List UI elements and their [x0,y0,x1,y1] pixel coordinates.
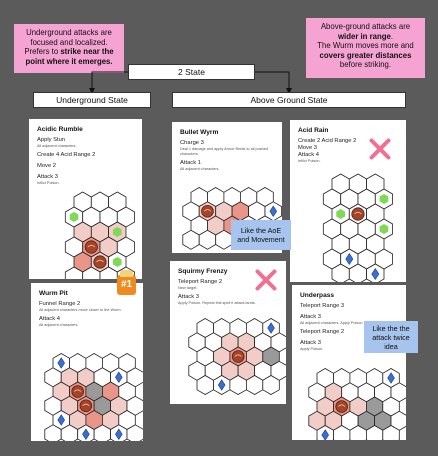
ability-detail: All adjacent characters. Apply Poison. [300,320,364,325]
ability-line: Attack 1 [180,159,201,166]
ability-detail: Inflict Poison. [37,180,60,185]
ability-line: Create 2 Acid Range 2 [298,138,357,144]
player-diamond-icon [115,371,123,384]
ability-detail: All adjacent characters. [180,166,220,171]
player-diamond-icon [115,428,123,441]
card-acid-rain: Acid Rain Create 2 Acid Range 2 Move 3 A… [290,120,406,282]
ability-detail: Deal 1 damage and apply Armor Break to a… [180,146,269,156]
feedback-sticky-twice: Like the the attack twice idea [364,321,418,353]
ability-line: Attack 3 [37,173,58,180]
connector-to-underground [89,71,128,94]
underground-note: Underground attacks are focused and loca… [14,24,124,73]
ability-line: Apply Stun [37,137,66,143]
state-count-box: 2 State [128,64,255,80]
wurm-stripe [96,259,104,263]
wurm-stripe [82,403,90,407]
player-diamond-icon [57,357,65,369]
wurm-token-icon [231,350,245,363]
ability-line: Move 2 [37,162,57,169]
ability-line: Move 3 [298,144,318,151]
underground-state-header: Underground State [33,92,151,108]
wurm-stripe [234,354,242,357]
hex-board [188,318,286,395]
ability-detail: All adjacent characters move closer to t… [39,307,122,312]
ability-detail: Inflict Poison. [298,158,321,163]
acid-blob-icon [113,227,122,237]
player-diamond-icon [267,322,275,334]
ability-line: Teleport Range 2 [178,279,223,285]
card-title: Underpass [300,292,335,299]
player-diamond-icon [345,252,354,266]
acid-blob-icon [69,212,79,222]
card-title: Bullet Wyrm [180,129,219,136]
ability-detail: All adjacent characters. [37,143,77,148]
ability-line: Teleport Range 2 [300,328,345,335]
wurm-stripe [354,211,362,215]
ability-line: Attack 3 [300,339,321,346]
red-x-icon [255,269,277,291]
number-one-badge-icon: #1 [117,270,136,295]
card-worm-pit: Wurm Pit Funnel Range 2 All adjacent cha… [31,283,143,441]
card-underpass: Underpass Teleport Range 3 Attack 3 All … [292,285,406,440]
ability-line: Attack 4 [298,151,319,158]
connector-to-above-ground [255,71,292,94]
acid-blob-icon [379,194,389,204]
red-x-icon [369,138,391,160]
above-ground-state-header: Above Ground State [172,92,406,108]
hex-cell [182,229,200,250]
ability-line: Teleport Range 3 [300,303,345,309]
card-title: Wurm Pit [39,290,68,297]
acid-blob-icon [336,209,345,219]
player-diamond-icon [321,429,329,440]
player-diamond-icon [387,372,395,384]
card-acidic-rumble: Acidic Rumble Apply Stun All adjacent ch… [29,119,142,279]
hex-board [64,191,135,279]
ability-detail: All adjacent characters. [39,322,79,327]
card-bullet-wyrm: Bullet Wyrm Charge 3 Deal 1 damage and a… [172,122,282,253]
wurm-token-icon [351,207,365,221]
above-ground-note: Above-ground attacks are wider in range.… [306,18,425,78]
player-diamond-icon [217,379,226,391]
card-title: Squirmy Frenzy [178,268,228,275]
hex-cell [262,375,280,395]
hex-cell [382,425,400,440]
card-title: Acid Rain [298,127,329,134]
wurm-token-icon [84,240,98,254]
ability-line: Charge 3 [180,140,204,146]
player-diamond-icon [82,428,90,441]
wurm-token-icon [335,400,348,413]
ability-line: Attack 3 [300,313,321,320]
wurm-stripe [338,404,346,407]
ability-detail: New target. [178,285,198,290]
feedback-sticky-aoe: Like the AoE and Movement [231,220,291,250]
card-squirmy-frenzy: Squirmy Frenzy Teleport Range 2 New targ… [170,261,286,404]
acid-blob-icon [379,224,389,234]
ability-detail: Apply Poison. Repeat this spell if attac… [178,300,256,305]
wurm-stripe [74,389,82,392]
player-diamond-icon [371,267,380,281]
hex-board [44,353,143,441]
hex-cell [215,229,233,250]
wurm-token-icon [71,385,84,398]
hex-cell [126,424,143,441]
hex-board [308,368,406,440]
hex-board [322,173,393,282]
ability-detail: Apply Poison. [300,346,324,351]
acid-blob-icon [113,257,122,267]
wurm-stripe [203,209,212,212]
ability-line: Funnel Range 2 [39,301,81,307]
player-diamond-icon [57,414,65,426]
wurm-stripe [87,244,96,248]
ability-line: Attack 3 [178,294,199,300]
wurm-token-icon [79,399,93,413]
player-diamond-icon [269,205,278,218]
wurm-token-icon [201,204,214,218]
wurm-token-icon [93,255,107,269]
card-title: Acidic Rumble [37,126,83,133]
ability-line: Create 4 Acid Range 2 [37,152,96,158]
hex-cell [198,229,217,250]
ability-line: Attack 4 [39,316,60,322]
